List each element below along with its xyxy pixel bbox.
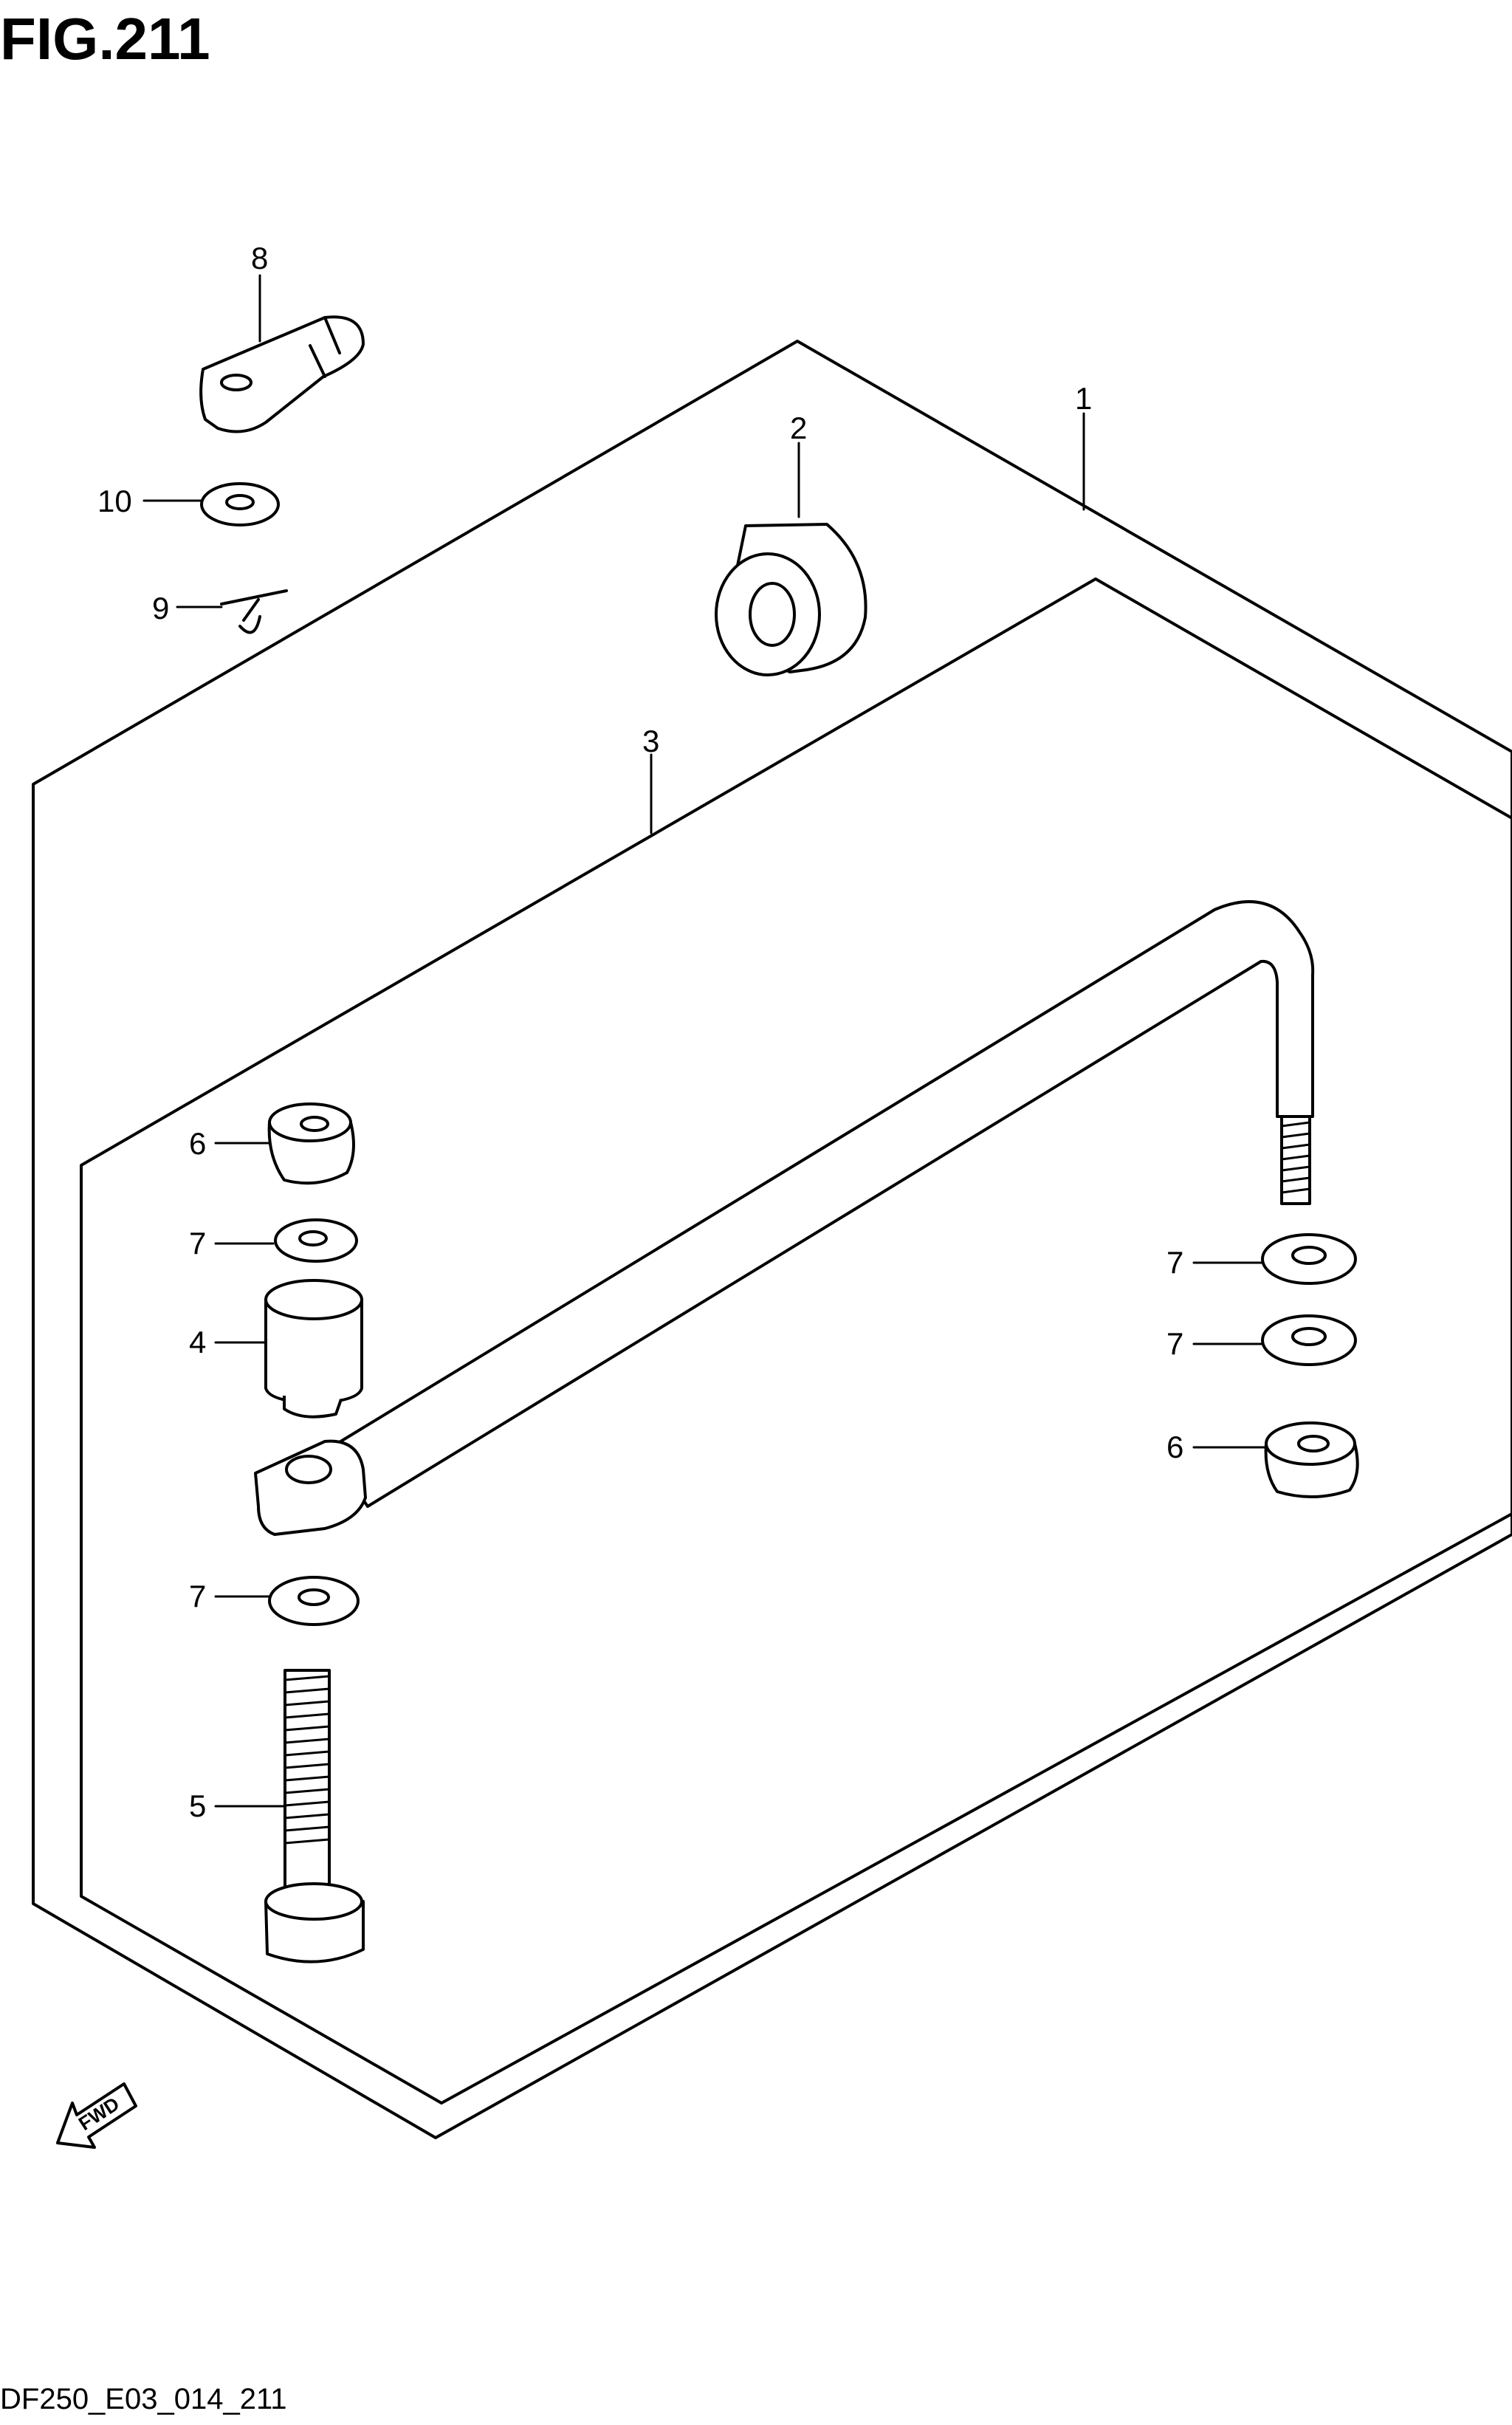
part-7-washer-icon xyxy=(274,1218,358,1263)
callout-9: 9 xyxy=(152,591,169,625)
part-7-washer-icon xyxy=(1261,1233,1357,1285)
part-6-nut-icon xyxy=(1264,1421,1359,1499)
part-7-washer-icon xyxy=(268,1576,360,1626)
part-5-bolt-icon xyxy=(264,1669,365,1963)
callout-3: 3 xyxy=(642,724,659,758)
figure-title: FIG.211 xyxy=(0,6,210,72)
kit-inner-frame xyxy=(80,577,1512,2105)
part-9-pin-icon xyxy=(220,589,288,634)
part-4-collar-icon xyxy=(264,1279,363,1419)
part-3-rod-icon xyxy=(254,900,1315,1536)
callout-7: 7 xyxy=(189,1226,206,1260)
part-8-bracket-icon xyxy=(199,315,365,433)
rod-thread-icon xyxy=(1280,1115,1311,1205)
callout-6: 6 xyxy=(1166,1430,1183,1464)
part-6-nut-icon xyxy=(267,1102,355,1185)
leader-lines xyxy=(142,274,1268,1808)
callout-5: 5 xyxy=(189,1788,206,1823)
part-2-bushing-icon xyxy=(715,523,867,676)
callout-1: 1 xyxy=(1075,381,1092,416)
callout-7: 7 xyxy=(1166,1245,1183,1280)
callout-10: 10 xyxy=(97,484,132,518)
callout-8: 8 xyxy=(251,241,268,275)
part-10-washer-icon xyxy=(200,482,280,526)
callout-4: 4 xyxy=(189,1325,206,1359)
callout-2: 2 xyxy=(790,411,807,445)
callout-7: 7 xyxy=(1166,1326,1183,1361)
part-7-washer-icon xyxy=(1261,1314,1357,1366)
fwd-arrow-icon: FWD xyxy=(56,2082,137,2149)
drawing-code: DF250_E03_014_211 xyxy=(0,2383,286,2415)
kit-outer-frame xyxy=(32,340,1512,2139)
callout-6: 6 xyxy=(189,1126,206,1161)
callout-7: 7 xyxy=(189,1579,206,1613)
